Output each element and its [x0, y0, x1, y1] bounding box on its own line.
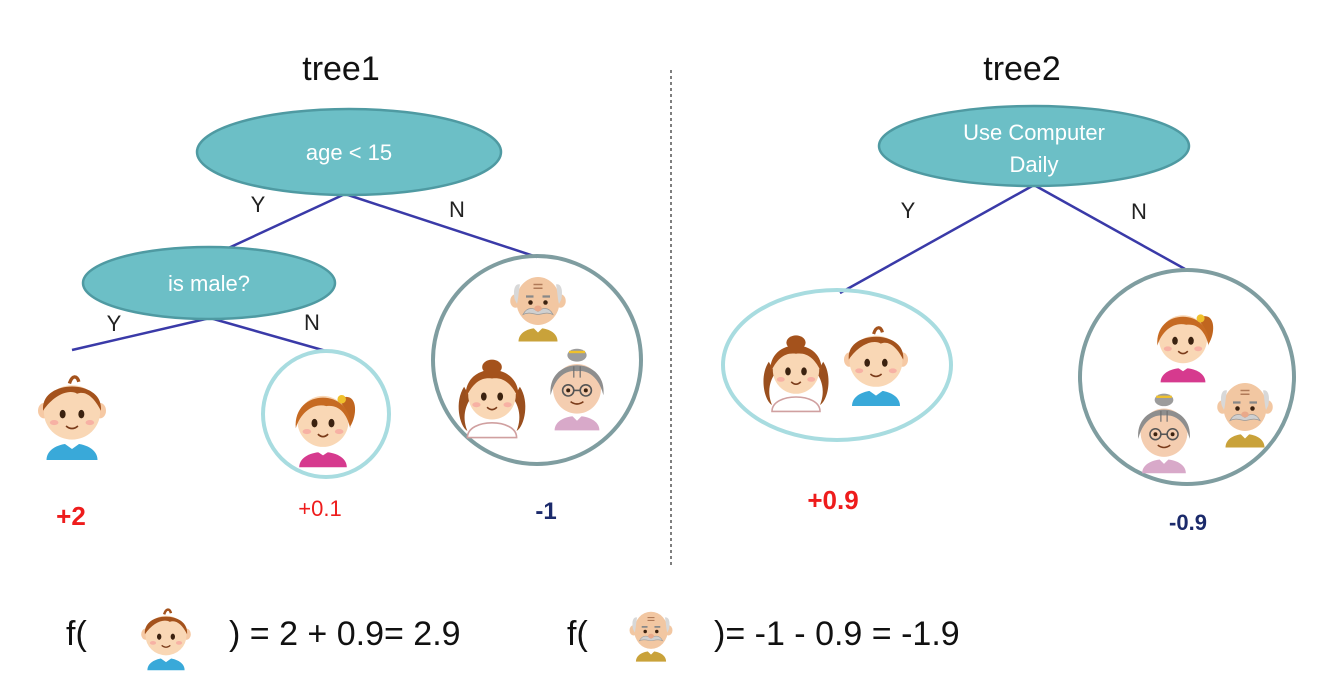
- grandpa-icon: [1216, 381, 1274, 449]
- tree1-title: tree1: [302, 50, 380, 88]
- tree1-leaf-girl-circle: [261, 349, 391, 479]
- formula2-open: f(: [567, 615, 588, 653]
- grandma-icon: [549, 347, 605, 432]
- tree1-leaf-adults-circle: [431, 254, 643, 466]
- tree2-leaf-others-circle: [1078, 268, 1296, 486]
- grandma-icon: [1136, 392, 1192, 475]
- tree2-root-label-line1: Use Computer: [963, 120, 1105, 145]
- young-woman-icon: [762, 334, 830, 413]
- tree2-edge-no: [1033, 183, 1186, 271]
- tree1-inner-node: [81, 245, 337, 321]
- tree1-edge-inner-yes: [71, 316, 211, 352]
- tree1-inner-label: is male?: [168, 271, 250, 296]
- boy-icon: [139, 608, 193, 672]
- formula1-open: f(: [66, 615, 87, 653]
- girl-icon: [294, 394, 356, 469]
- tree2-root-label-line2: Daily: [1010, 152, 1059, 177]
- tree1-root-no-label: N: [449, 197, 465, 222]
- tree1-root-node: [195, 107, 503, 197]
- grandpa-icon: [628, 610, 674, 663]
- tree1-inner-yes-label: Y: [107, 311, 122, 336]
- tree1-root-label: age < 15: [306, 140, 392, 165]
- tree2-leaf-others-score: -0.9: [1169, 510, 1207, 535]
- young-woman-icon: [457, 358, 527, 439]
- tree1-leaf-boy-score: +2: [56, 501, 86, 531]
- tree2-no-label: N: [1131, 199, 1147, 224]
- tree1-root-yes-label: Y: [251, 192, 266, 217]
- grandpa-icon: [509, 275, 567, 343]
- boy-icon: [842, 326, 910, 408]
- tree2-leaf-kids-circle: [721, 288, 953, 442]
- tree1-edge-inner-no: [209, 316, 327, 353]
- boy-icon: [36, 375, 108, 462]
- tree2-leaf-kids-score: +0.9: [807, 485, 858, 515]
- tree2-edge-yes: [839, 183, 1035, 295]
- girl-icon: [1156, 313, 1215, 384]
- formula2-rest: )= -1 - 0.9 = -1.9: [714, 615, 960, 653]
- tree1-edge-root-no: [344, 192, 538, 259]
- tree1-leaf-adults-score: -1: [535, 498, 556, 525]
- tree2-edges: [839, 183, 1186, 295]
- tree2-yes-label: Y: [901, 198, 916, 223]
- tree1-inner-no-label: N: [304, 310, 320, 335]
- tree2-title: tree2: [983, 50, 1061, 88]
- tree2-root-node: [877, 104, 1191, 188]
- tree1-leaf-girl-score: +0.1: [298, 496, 341, 521]
- formula1-rest: ) = 2 + 0.9= 2.9: [229, 615, 461, 653]
